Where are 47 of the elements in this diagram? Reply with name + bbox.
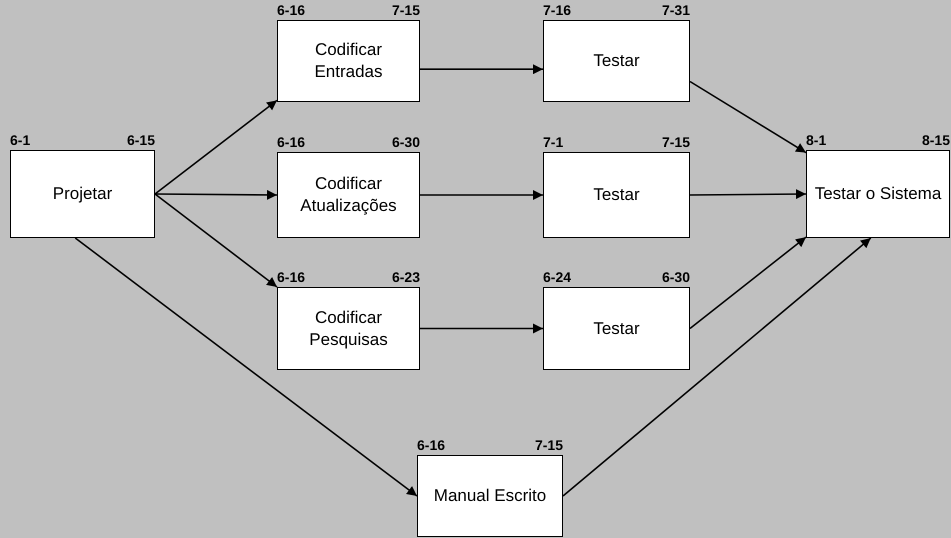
task-box: [543, 20, 690, 102]
date-label: 6-16: [277, 269, 306, 285]
task-label: Projetar: [52, 183, 114, 205]
arrow: [690, 236, 806, 330]
date-label: 6-24: [543, 269, 572, 285]
date-label: 6-15: [126, 132, 155, 148]
task-label: Testar: [592, 50, 641, 72]
date-label: 6-23: [392, 269, 420, 285]
date-label: 6-1: [10, 132, 30, 148]
date-label: 8-1: [806, 132, 826, 148]
arrow: [562, 237, 872, 497]
task-label: Codificar Pesquisas: [308, 306, 389, 350]
task-box: [543, 287, 690, 370]
date-label: 6-30: [662, 269, 690, 285]
arrow: [154, 193, 278, 288]
arrow: [420, 190, 543, 200]
arrow: [154, 100, 278, 195]
task-box: [277, 152, 420, 238]
task-label: Codificar Atualizações: [299, 173, 398, 217]
arrow: [155, 190, 277, 200]
task-label: Codificar Entradas: [313, 39, 384, 83]
arrow: [420, 324, 543, 334]
arrow: [74, 237, 418, 497]
task-box: [10, 150, 155, 238]
arrow: [690, 80, 806, 154]
date-label: 7-15: [392, 2, 420, 18]
date-label: 7-15: [662, 134, 690, 150]
date-label: 6-16: [417, 437, 446, 453]
task-box: [277, 20, 420, 102]
date-label: 8-15: [922, 132, 950, 148]
task-label: Testar: [592, 184, 641, 206]
date-label: 7-1: [543, 134, 564, 150]
arrow: [690, 189, 806, 200]
arrow: [420, 64, 543, 74]
task-box: [806, 150, 950, 238]
task-label: Testar o Sistema: [814, 183, 942, 205]
task-label: Manual Escrito: [432, 485, 548, 507]
date-label: 6-16: [277, 2, 306, 18]
task-box: [417, 455, 563, 537]
date-label: 7-15: [534, 437, 563, 453]
task-box: [277, 287, 420, 370]
date-label: 6-16: [277, 134, 306, 150]
task-box: [543, 152, 690, 238]
date-label: 7-31: [662, 2, 690, 18]
task-label: Testar: [592, 318, 641, 340]
date-label: 7-16: [543, 2, 572, 18]
date-label: 6-30: [392, 134, 420, 150]
